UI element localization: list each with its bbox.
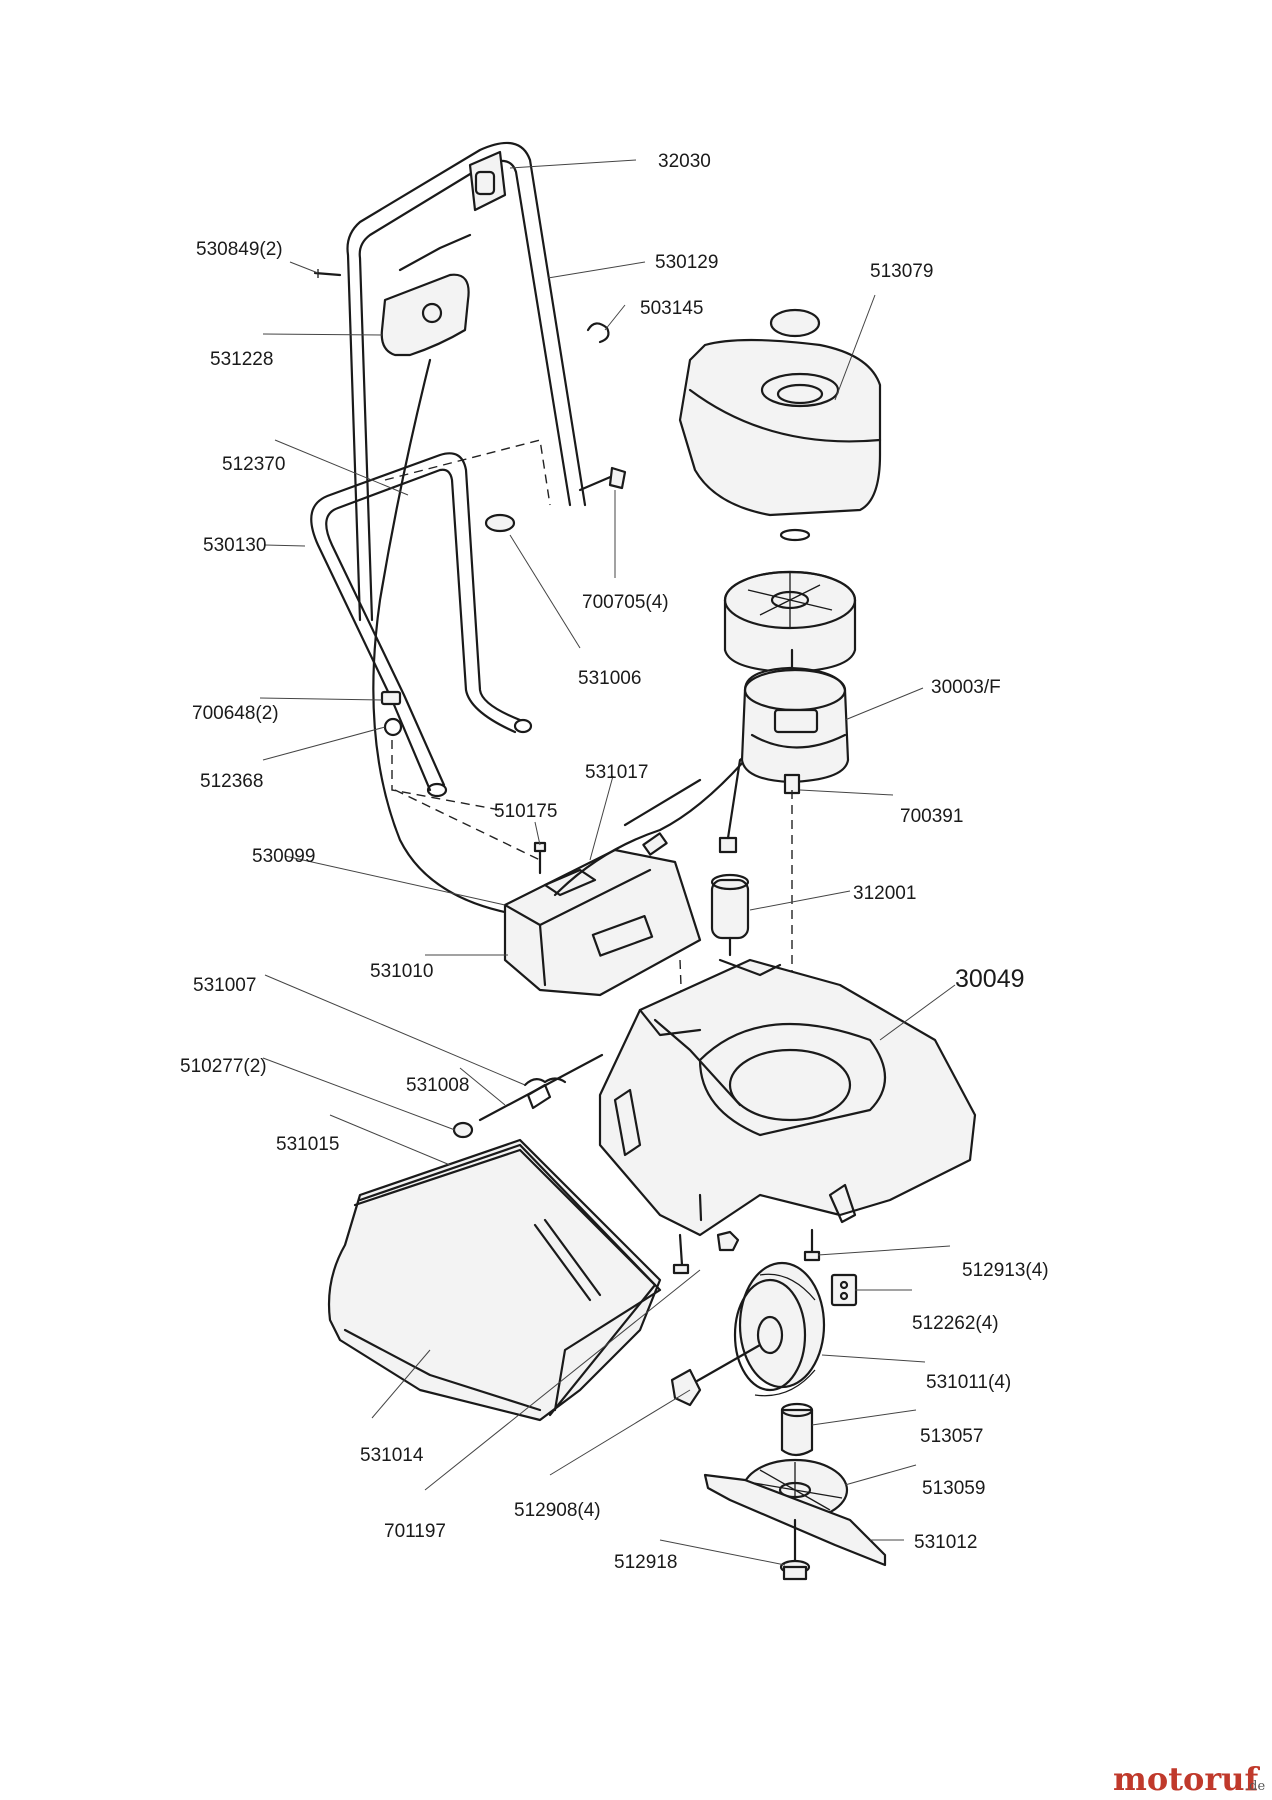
part-labels: 32030 530849(2) 530129 513079 503145 531…	[180, 151, 1049, 1573]
cap-510277	[452, 1121, 474, 1139]
label-530849: 530849(2)	[196, 239, 283, 260]
grass-bag	[327, 1138, 662, 1422]
label-701197: 701197	[384, 1521, 446, 1542]
washer-512368	[383, 717, 403, 737]
spring-531007	[523, 1077, 567, 1087]
label-531007: 531007	[193, 975, 256, 996]
clip-503145	[586, 322, 610, 344]
label-513079: 513079	[870, 261, 933, 282]
label-512913: 512913(4)	[962, 1260, 1049, 1281]
blade-bolt-512918	[779, 1518, 811, 1581]
watermark-suffix: .de	[1245, 1779, 1265, 1794]
label-32030: 32030	[658, 151, 711, 172]
power-cable	[372, 358, 557, 917]
label-503145: 503145	[640, 298, 703, 319]
label-530130: 530130	[203, 535, 266, 556]
label-512262: 512262(4)	[912, 1313, 999, 1334]
label-510277: 510277(2)	[180, 1056, 267, 1077]
label-531014: 531014	[360, 1445, 424, 1466]
label-530099: 530099	[252, 846, 315, 867]
screw-512913	[803, 1228, 821, 1262]
nut-701197	[716, 1230, 740, 1252]
knob-700705	[578, 466, 627, 492]
label-512370: 512370	[222, 454, 285, 475]
label-531010: 531010	[370, 961, 433, 982]
washer-under-cover	[779, 528, 811, 542]
lower-handle	[310, 452, 533, 798]
capacitor	[710, 873, 750, 957]
watermark-brand: motoruf	[1113, 1760, 1260, 1798]
blade-adapter-513057	[780, 1402, 814, 1457]
bag-frame	[358, 1143, 662, 1412]
rod-531008	[478, 1053, 604, 1122]
label-531008: 531008	[406, 1075, 469, 1096]
screw-512908	[672, 1193, 703, 1275]
label-531012: 531012	[914, 1532, 977, 1553]
label-510175: 510175	[494, 801, 557, 822]
leader-lines	[259, 159, 956, 1566]
label-531015: 531015	[276, 1134, 339, 1155]
screw-530849	[313, 269, 342, 278]
label-513057: 513057	[920, 1426, 983, 1447]
handle-clamp-bracket	[380, 233, 472, 357]
screw-700648	[380, 690, 402, 706]
label-531011: 531011(4)	[926, 1372, 1011, 1393]
label-513059: 513059	[922, 1478, 985, 1499]
label-531228: 531228	[210, 349, 273, 370]
fan	[723, 570, 857, 674]
label-512368: 512368	[200, 771, 263, 792]
label-30049: 30049	[955, 965, 1025, 993]
motor-cover	[678, 308, 882, 517]
label-30003F: 30003/F	[931, 677, 1001, 698]
bracket-512262	[830, 1273, 858, 1307]
label-700391: 700391	[900, 806, 963, 827]
wheel	[733, 1261, 826, 1397]
label-512908: 512908(4)	[514, 1500, 601, 1521]
label-512918: 512918	[614, 1552, 677, 1573]
label-530129: 530129	[655, 252, 718, 273]
motoruf-watermark: motoruf .de	[1113, 1760, 1265, 1798]
upper-handle	[346, 141, 587, 622]
mower-deck	[598, 958, 977, 1237]
motor	[740, 648, 850, 795]
cable-clip-531006	[484, 513, 516, 533]
switch-box	[503, 848, 702, 997]
label-312001: 312001	[853, 883, 916, 904]
label-700648: 700648(2)	[192, 703, 279, 724]
label-700705: 700705(4)	[582, 592, 669, 613]
label-531006: 531006	[578, 668, 641, 689]
label-531017: 531017	[585, 762, 648, 783]
